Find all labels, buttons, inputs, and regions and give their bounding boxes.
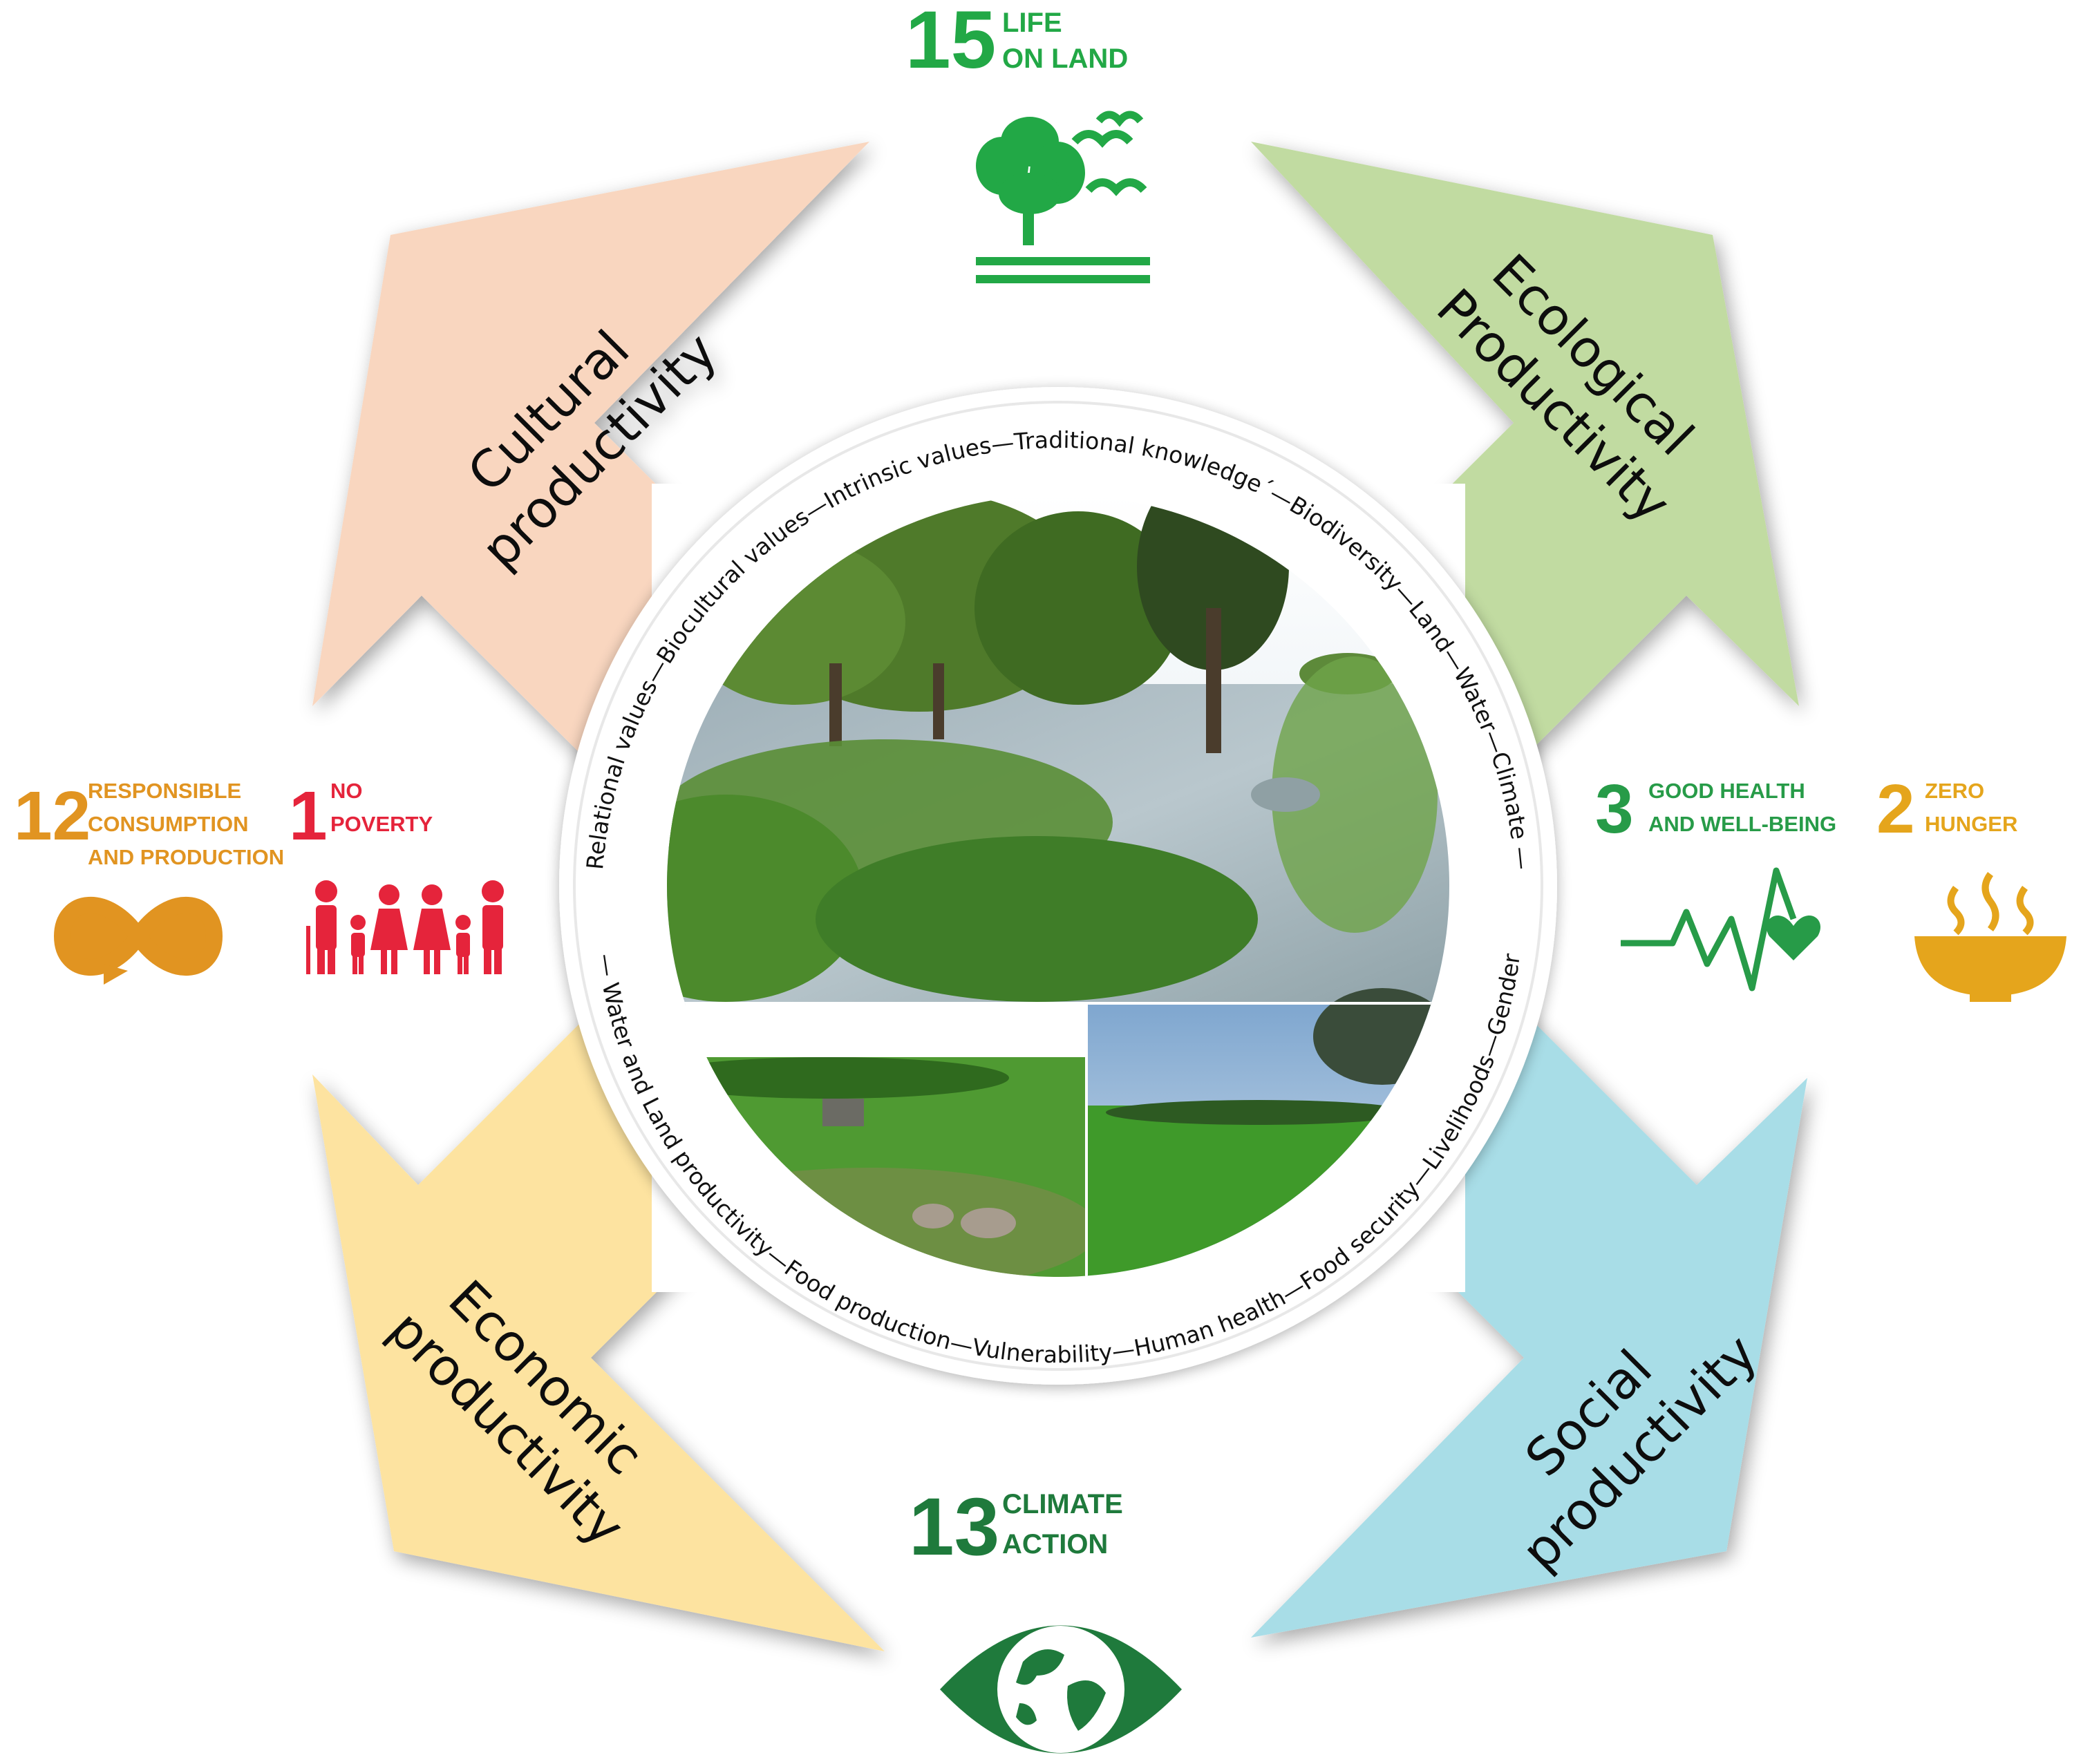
sdg2-block: 2 ZERO HUNGER [1876,770,2066,1002]
sdg3-title-2: AND WELL-BEING [1648,812,1836,836]
sdg1-block: 1 NO POVERTY [289,777,504,974]
sdg15-title-1: LIFE [1002,8,1062,38]
sdg13-title-1: CLIMATE [1002,1489,1123,1519]
sdg15-title-2: ON LAND [1002,44,1128,74]
sdg1-number: 1 [289,777,328,855]
sdg1-title-1: NO [330,779,363,803]
sdg12-title-3: AND PRODUCTION [88,845,284,869]
sdg15-block: 15 LIFE ON LAND [905,0,1150,283]
sdg13-number: 13 [909,1481,999,1573]
sdg3-number: 3 [1595,770,1634,848]
sdg1-title-2: POVERTY [330,812,433,836]
sdg3-title-1: GOOD HEALTH [1648,779,1805,803]
photo-collage [667,495,1449,1277]
heartbeat-icon [1621,867,1821,992]
wetland-photo [667,495,1449,1005]
sdg12-title-2: CONSUMPTION [88,812,249,836]
eye-globe-icon [940,1625,1182,1754]
sdg12-block: 12 RESPONSIBLE CONSUMPTION AND PRODUCTIO… [14,777,284,985]
sdg3-block: 3 GOOD HEALTH AND WELL-BEING [1595,770,1836,992]
infinity-icon [53,896,223,985]
sdg2-title-1: ZERO [1925,779,1984,803]
tree-birds-icon [976,111,1150,283]
sdg13-title-2: ACTION [1002,1529,1108,1559]
sdg2-number: 2 [1876,770,1915,848]
ring-border [573,401,1543,1371]
sdg12-number: 12 [14,777,91,855]
bowl-icon [1914,872,2066,1002]
sdg13-block: 13 CLIMATE ACTION [909,1481,1182,1754]
family-icon [306,880,504,974]
sdg12-title-1: RESPONSIBLE [88,779,241,803]
sdg2-title-2: HUNGER [1925,812,2017,836]
sdg15-number: 15 [905,0,996,86]
